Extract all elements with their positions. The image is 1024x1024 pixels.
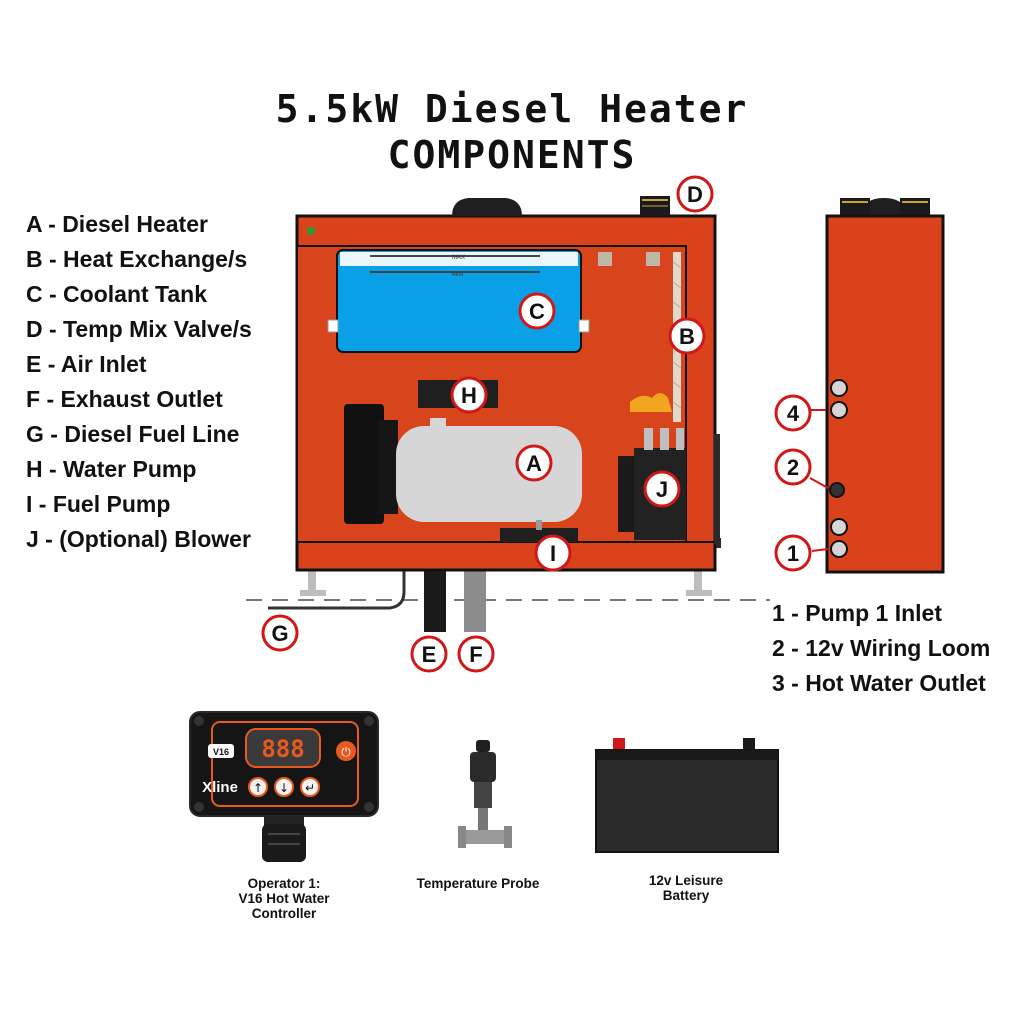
coolant-tank: MAX MIN — [327, 249, 590, 353]
fuel-pump — [500, 528, 578, 542]
probe-caption: Temperature Probe — [416, 876, 540, 891]
marker-a: A — [515, 444, 553, 482]
legend-item-f: F - Exhaust Outlet — [26, 386, 223, 412]
legend-item-2: 2 - 12v Wiring Loom — [772, 635, 991, 661]
negative-terminal — [743, 738, 755, 752]
port-upper-fitting — [830, 518, 848, 536]
marker-4: 4 — [774, 394, 812, 432]
marker-e: E — [410, 635, 448, 673]
port-legend: 1 - Pump 1 Inlet 2 - 12v Wiring Loom 3 -… — [772, 596, 990, 701]
marker-j: J — [643, 470, 681, 508]
svg-text:B: B — [679, 324, 695, 349]
positive-terminal — [613, 738, 625, 752]
legend-item-1: 1 - Pump 1 Inlet — [772, 600, 942, 626]
component-legend: A - Diesel Heater B - Heat Exchange/s C … — [26, 207, 252, 557]
v16-badge: V16 — [213, 747, 229, 757]
svg-text:E: E — [422, 642, 437, 667]
marker-b: B — [668, 317, 706, 355]
air-inlet-pipe — [424, 570, 446, 632]
battery-caption: 12v Leisure Battery — [648, 873, 724, 903]
svg-text:I: I — [550, 541, 556, 566]
enclosure-feet — [300, 568, 712, 596]
screw-icon — [364, 802, 374, 812]
svg-text:4: 4 — [787, 401, 800, 426]
legend-item-h: H - Water Pump — [26, 456, 197, 482]
marker-2: 2 — [774, 448, 812, 486]
enter-icon: ↵ — [305, 781, 315, 795]
side-hinge — [714, 434, 720, 544]
power-icon: ⏻ — [341, 745, 351, 759]
title-line-2: COMPONENTS — [387, 133, 637, 177]
screw-icon — [194, 802, 204, 812]
port-3-fitting — [830, 379, 848, 397]
up-button — [248, 777, 268, 797]
legend-item-j: J - (Optional) Blower — [26, 526, 251, 552]
diagram-title: 5.5kW Diesel Heater COMPONENTS — [0, 86, 1024, 178]
legend-item-i: I - Fuel Pump — [26, 491, 171, 517]
xline-logo: Xline — [202, 779, 238, 796]
marker-c: C — [518, 292, 556, 330]
legend-item-e: E - Air Inlet — [26, 351, 147, 377]
marker-h: H — [450, 376, 488, 414]
port-2-fitting — [829, 482, 845, 498]
legend-item-3: 3 - Hot Water Outlet — [772, 670, 986, 696]
legend-item-a: A - Diesel Heater — [26, 211, 208, 237]
marker-g: G — [261, 614, 299, 652]
title-line-1: 5.5kW Diesel Heater — [275, 87, 749, 131]
svg-text:2: 2 — [787, 455, 799, 480]
down-button — [274, 777, 294, 797]
exhaust-outlet-pipe — [464, 570, 486, 632]
display-digits: 888 — [261, 735, 304, 763]
svg-text:G: G — [271, 621, 288, 646]
status-led — [307, 227, 315, 235]
marker-i: I — [534, 534, 572, 572]
marker-d: D — [676, 175, 714, 213]
diesel-fuel-line — [268, 570, 406, 610]
temp-mix-valve — [640, 196, 670, 216]
svg-text:C: C — [529, 299, 545, 324]
svg-text:J: J — [656, 477, 668, 502]
svg-text:1: 1 — [787, 541, 799, 566]
marker-f: F — [457, 635, 495, 673]
screw-icon — [194, 716, 204, 726]
clip-fitting — [630, 393, 672, 412]
svg-text:F: F — [469, 642, 482, 667]
tank-max-label: MAX — [452, 255, 465, 261]
legend-item-c: C - Coolant Tank — [26, 281, 208, 307]
tank-min-label: MIN — [452, 272, 463, 278]
leisure-battery — [595, 738, 779, 853]
up-arrow-icon: ↑ — [253, 781, 263, 795]
svg-text:H: H — [461, 383, 477, 408]
svg-text:A: A — [526, 451, 542, 476]
diesel-heater — [344, 404, 582, 524]
side-view-enclosure — [825, 198, 945, 574]
marker-1: 1 — [774, 534, 812, 572]
port-1-fitting — [830, 540, 848, 558]
top-cap — [452, 198, 522, 216]
legend-item-g: G - Diesel Fuel Line — [26, 421, 240, 447]
screw-icon — [364, 716, 374, 726]
legend-item-d: D - Temp Mix Valve/s — [26, 316, 252, 342]
enter-button — [300, 777, 320, 797]
led-display — [245, 728, 321, 768]
port-4-fitting — [830, 401, 848, 419]
controller-caption: Operator 1: V16 Hot Water Controller — [238, 876, 330, 921]
pipe-fittings — [598, 252, 660, 266]
hot-water-controller: 888 V16 Xline ⏻ ↑ ↓ ↵ — [189, 711, 379, 862]
power-button — [336, 741, 356, 761]
svg-text:D: D — [687, 182, 703, 207]
temperature-probe — [458, 740, 512, 848]
legend-item-b: B - Heat Exchange/s — [26, 246, 248, 272]
down-arrow-icon: ↓ — [279, 781, 289, 795]
